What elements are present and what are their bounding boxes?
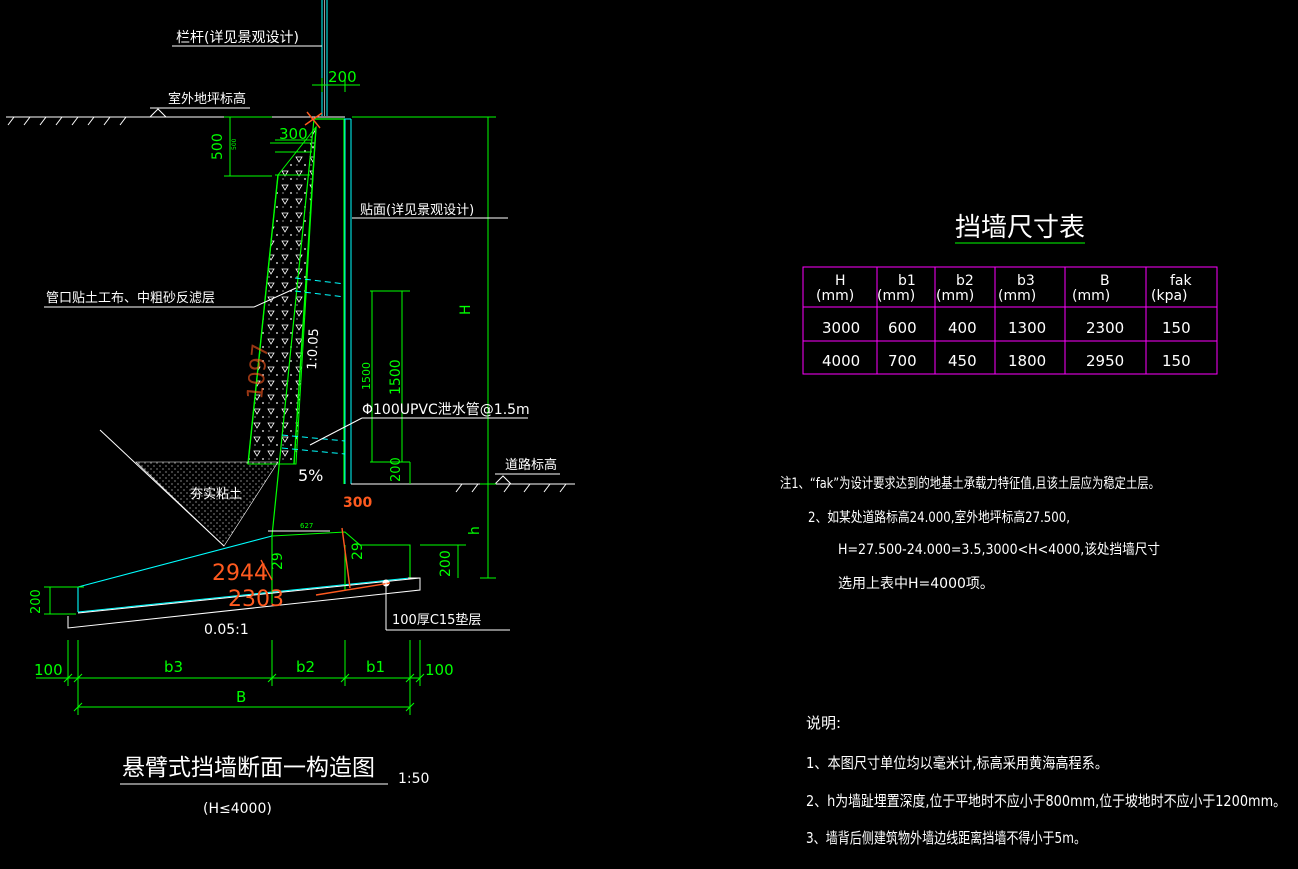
dim-300-red: 300	[343, 495, 372, 511]
dim-1500-small: 1500	[360, 362, 373, 390]
cell-r2-h: 4000	[822, 352, 860, 370]
dim-200-right: 200	[438, 550, 454, 577]
col-B-top: B	[1100, 273, 1110, 289]
rebar-marks	[260, 111, 391, 596]
explanation-2: 2、h为墙趾埋置深度,位于平地时不应小于800mm,位于坡地时不应小于1200m…	[806, 792, 1286, 810]
cell-r1-b1: 600	[888, 319, 917, 337]
drawing-title: 悬臂式挡墙断面一构造图	[122, 755, 375, 781]
cell-r1-b3: 1300	[1008, 319, 1046, 337]
railing-post	[321, 0, 328, 116]
explanation-1: 1、本图尺寸单位均以毫米计,标高采用黄海高程系。	[806, 754, 1108, 772]
outdoor-ground-label: 室外地坪标高	[168, 91, 246, 107]
facing-label: 贴面(详见景观设计)	[360, 203, 474, 218]
drain-pipe-label: Φ100UPVC泄水管@1.5m	[362, 402, 530, 418]
col-h-unit: (mm)	[816, 288, 854, 304]
leader-lines	[44, 217, 528, 785]
col-b3-unit: (mm)	[998, 288, 1036, 304]
dim-500-small: 500	[231, 138, 238, 150]
dim-b1: b1	[366, 658, 385, 676]
cell-r1-B: 2300	[1086, 319, 1124, 337]
note-4: 选用上表中H=4000项。	[838, 576, 994, 592]
cell-r1-h: 3000	[822, 319, 860, 337]
dim-1500: 1500	[388, 359, 404, 395]
col-fak-top: fak	[1170, 273, 1193, 289]
col-b1-unit: (mm)	[877, 288, 915, 304]
note-3: H=27.500-24.000=3.5,3000<H<4000,该处挡墙尺寸	[838, 542, 1160, 558]
col-b1-top: b1	[898, 273, 916, 289]
dim-b3: b3	[164, 658, 183, 676]
railing-label: 栏杆(详见景观设计)	[176, 30, 299, 46]
filter-label: 管口贴土工布、中粗砂反滤层	[46, 291, 215, 306]
cell-r2-b3: 1800	[1008, 352, 1046, 370]
dim-29-b: 29	[350, 542, 366, 560]
cell-r2-b1: 700	[888, 352, 917, 370]
red-2944: 2944	[212, 561, 268, 586]
cell-r2-b2: 450	[948, 352, 977, 370]
wall-slope-label: 1:0.05	[305, 328, 322, 370]
col-B-unit: (mm)	[1072, 288, 1110, 304]
dim-right-100: 100	[425, 661, 454, 679]
note-2: 2、如某处道路标高24.000,室外地坪标高27.500,	[808, 509, 1070, 526]
dim-627: 627	[300, 522, 313, 530]
dim-left-100: 100	[34, 661, 63, 679]
drawing-subtitle: (H≤4000)	[203, 801, 272, 817]
road-level-label: 道路标高	[505, 457, 557, 473]
explanation-heading: 说明:	[806, 714, 841, 732]
explanation-3: 3、墙背后侧建筑物外墙边线距离挡墙不得小于5m。	[806, 829, 1086, 847]
col-b3-top: b3	[1017, 273, 1035, 289]
col-b2-unit: (mm)	[936, 288, 974, 304]
dim-200-left: 200	[29, 589, 44, 614]
red-2303: 2303	[228, 587, 284, 612]
drain-slope-label: 5%	[298, 466, 323, 485]
red-1097: 1097	[243, 342, 274, 400]
facing-layer	[344, 118, 352, 484]
col-fak-unit: (kpa)	[1151, 288, 1188, 304]
dimension-lines	[36, 78, 496, 715]
drain-pipes	[281, 277, 346, 455]
base-slope-label: 0.05:1	[204, 622, 249, 638]
dim-B: B	[236, 688, 246, 706]
road-ground-line	[351, 473, 575, 493]
cell-r2-fak: 150	[1162, 352, 1191, 370]
table-grid	[802, 266, 1218, 375]
dim-b2: b2	[296, 658, 315, 676]
dim-29-a: 29	[270, 552, 286, 570]
col-b2-top: b2	[956, 273, 974, 289]
cell-r1-b2: 400	[948, 319, 977, 337]
table-title: 挡墙尺寸表	[955, 213, 1085, 243]
compacted-fill	[99, 429, 279, 547]
wall-cap	[275, 139, 312, 176]
wall-stem	[247, 118, 345, 537]
dim-h: h	[467, 526, 483, 535]
dim-H: H	[458, 304, 474, 315]
compacted-fill-label: 夯实粘土	[190, 487, 242, 502]
cell-r2-B: 2950	[1086, 352, 1124, 370]
dim-300: 300	[279, 125, 308, 143]
drawing-scale: 1:50	[398, 771, 429, 787]
dim-200-top: 200	[328, 68, 357, 86]
col-h-top: H	[835, 273, 846, 289]
dim-500: 500	[210, 133, 226, 160]
base-slab	[77, 531, 411, 613]
cell-r1-fak: 150	[1162, 319, 1191, 337]
note-1: 注1、“fak”为设计要求达到的地基土承载力特征值,且该土层应为稳定土层。	[780, 475, 1160, 492]
cushion-label: 100厚C15垫层	[392, 612, 481, 628]
outdoor-ground-line	[6, 107, 345, 126]
dim-200-mid: 200	[389, 457, 404, 482]
